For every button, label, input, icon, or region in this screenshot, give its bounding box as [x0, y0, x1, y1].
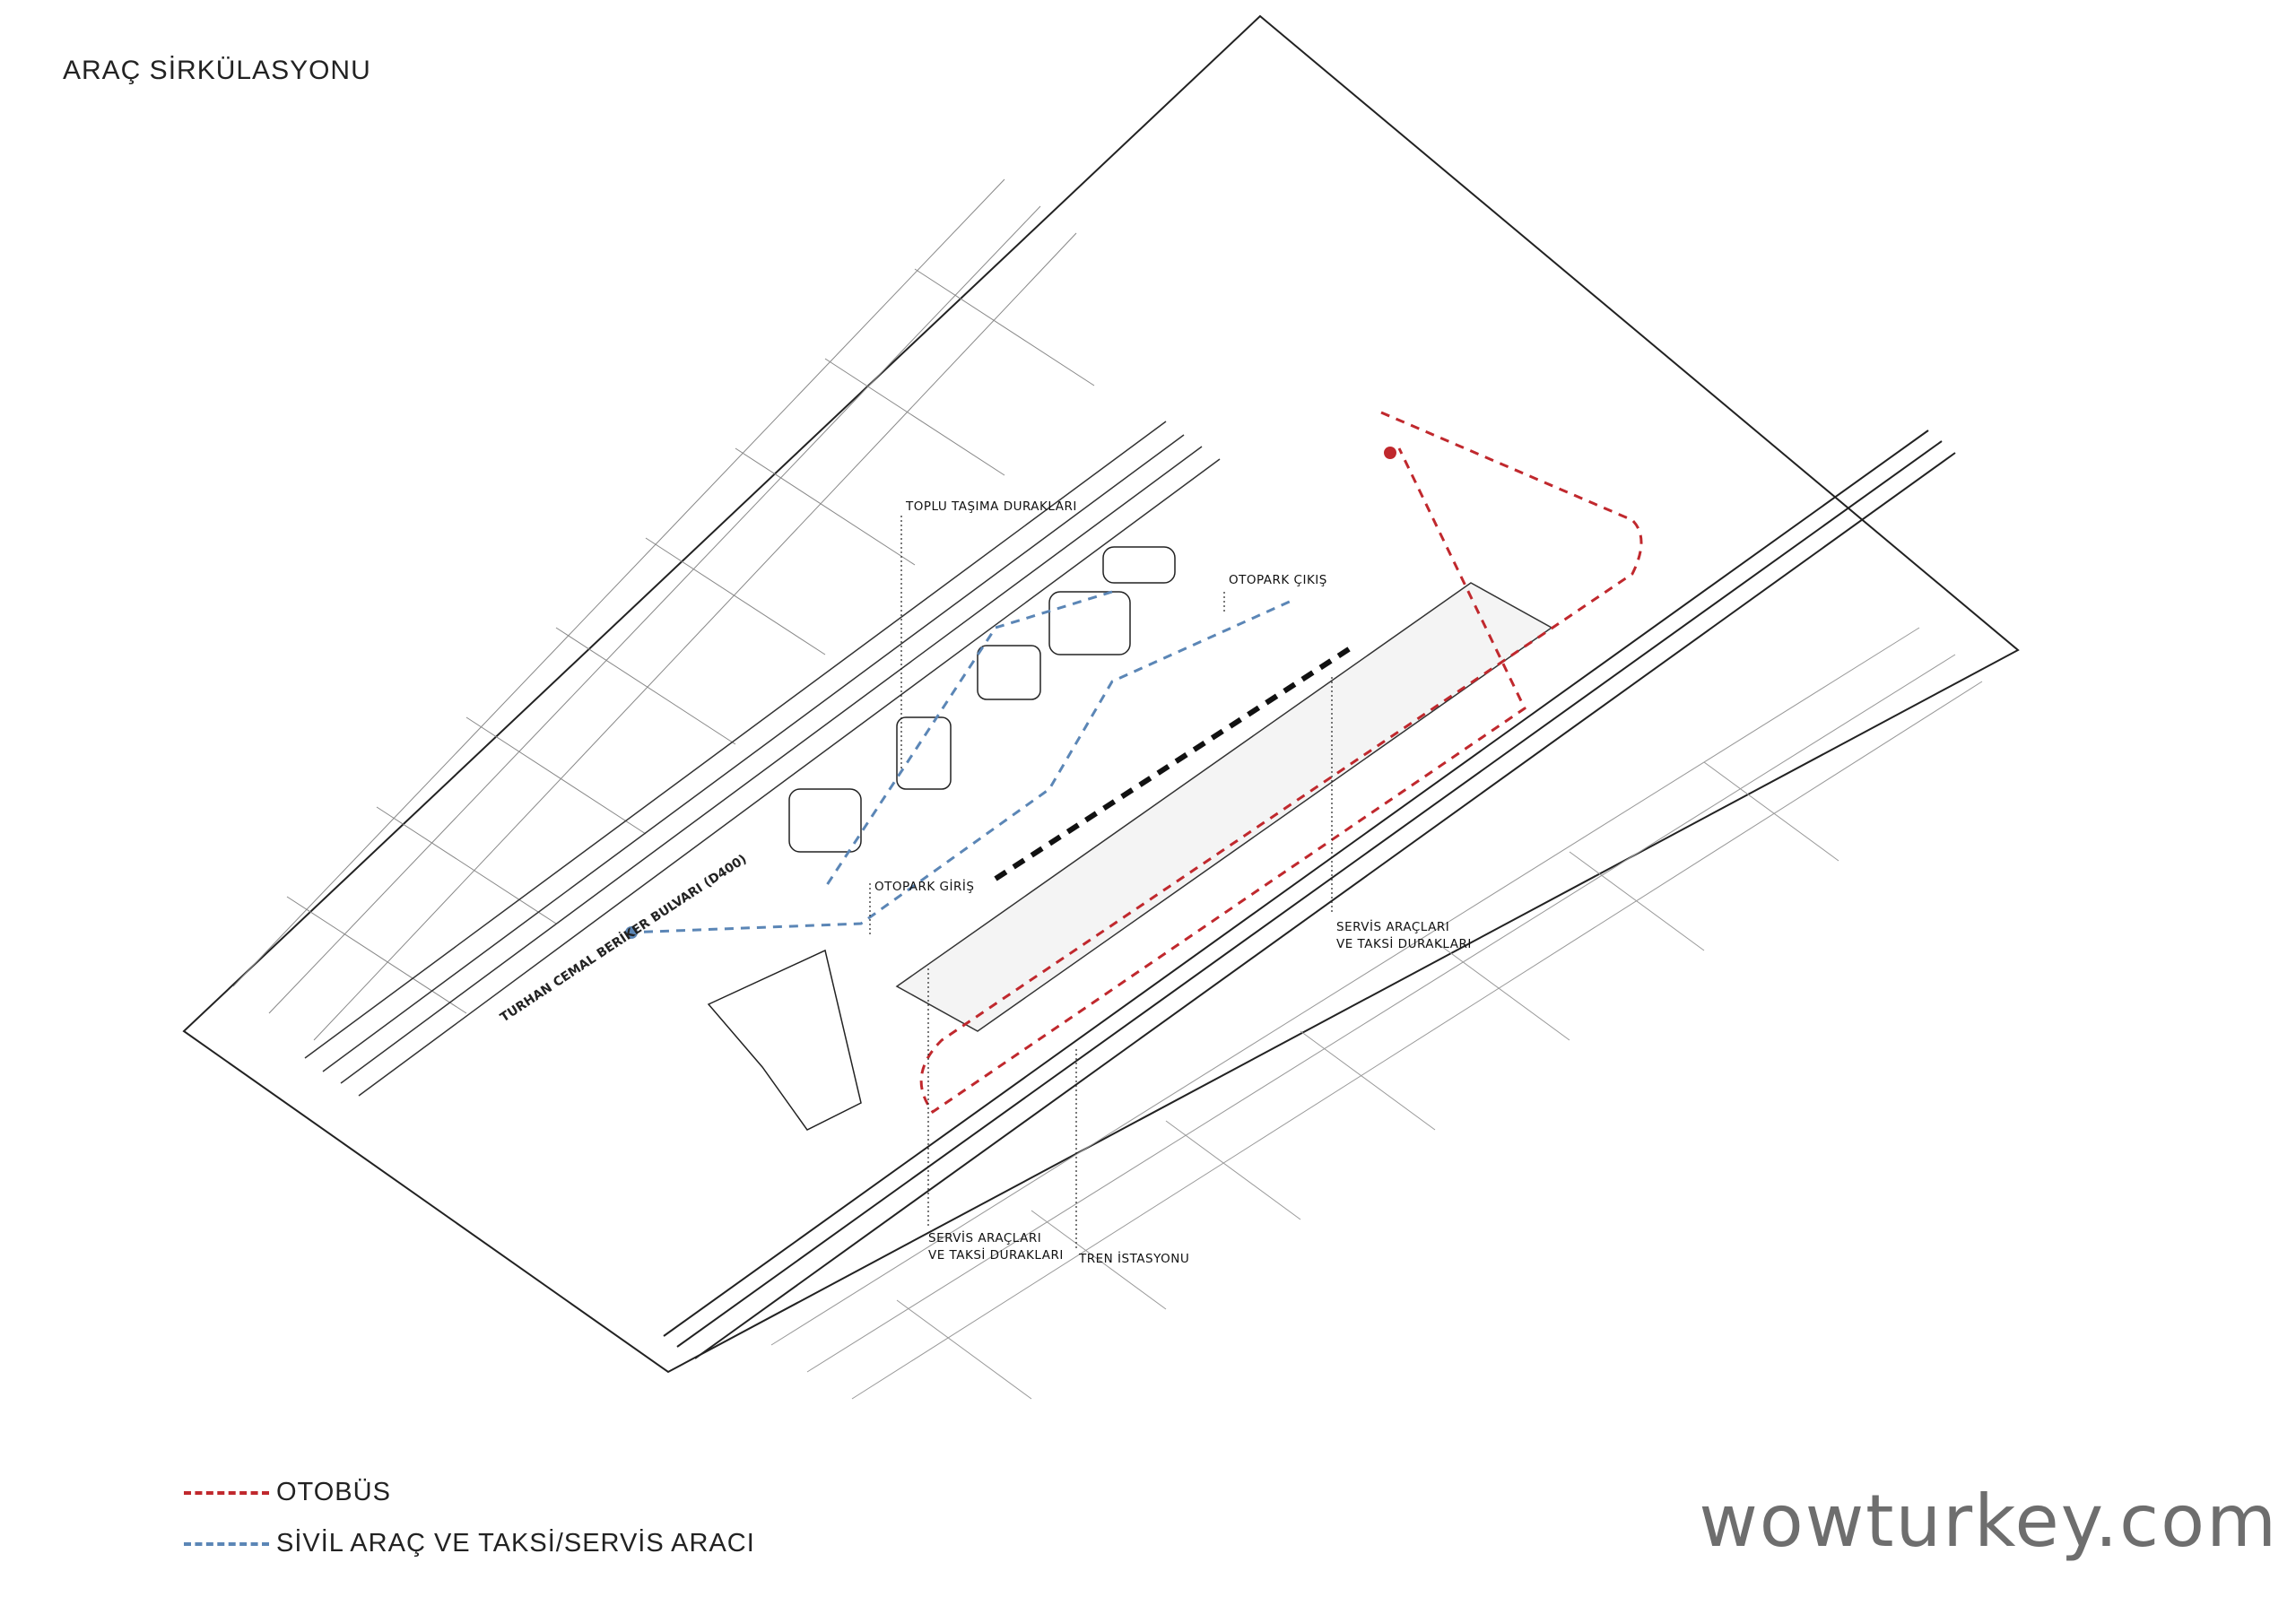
- callout-leaders: [869, 516, 1333, 1251]
- car-start-marker: [625, 926, 638, 939]
- legend-car-label: SİVİL ARAÇ VE TAKSİ/SERVİS ARACI: [276, 1529, 755, 1558]
- callout-service-taxi-bottom: SERVİS ARAÇLARI VE TAKSİ DURAKLARI: [928, 1231, 1064, 1263]
- diagram-title: ARAÇ SİRKÜLASYONU: [63, 56, 371, 85]
- watermark: wowturkey.com: [1699, 1480, 2278, 1563]
- callout-parking-exit: OTOPARK ÇIKIŞ: [1229, 573, 1327, 587]
- railway: [663, 430, 1956, 1359]
- bus-route: [919, 411, 1643, 1115]
- legend-bus-swatch: [184, 1491, 269, 1496]
- callout-transit-stops: TOPLU TAŞIMA DURAKLARI: [906, 499, 1077, 514]
- callout-train-station: TREN İSTASYONU: [1079, 1252, 1190, 1266]
- urban-blocks-southeast: [770, 627, 1983, 1400]
- tower-blocks: [707, 546, 1176, 1131]
- legend-bus-label: OTOBÜS: [276, 1478, 391, 1506]
- legend-bus: OTOBÜS: [184, 1478, 391, 1507]
- urban-blocks-northwest: [232, 178, 1095, 1041]
- car-route: [627, 590, 1292, 934]
- callout-parking-entrance: OTOPARK GİRİŞ: [874, 880, 975, 894]
- highway-d400: [304, 421, 1221, 1097]
- parking-rows: [994, 643, 1356, 881]
- bus-start-marker: [1384, 447, 1396, 459]
- site-outline: [182, 14, 2020, 1374]
- callout-service-taxi-right: SERVİS ARAÇLARI VE TAKSİ DURAKLARI: [1336, 920, 1472, 951]
- legend-car: SİVİL ARAÇ VE TAKSİ/SERVİS ARACI: [184, 1529, 755, 1558]
- legend-car-swatch: [184, 1542, 269, 1547]
